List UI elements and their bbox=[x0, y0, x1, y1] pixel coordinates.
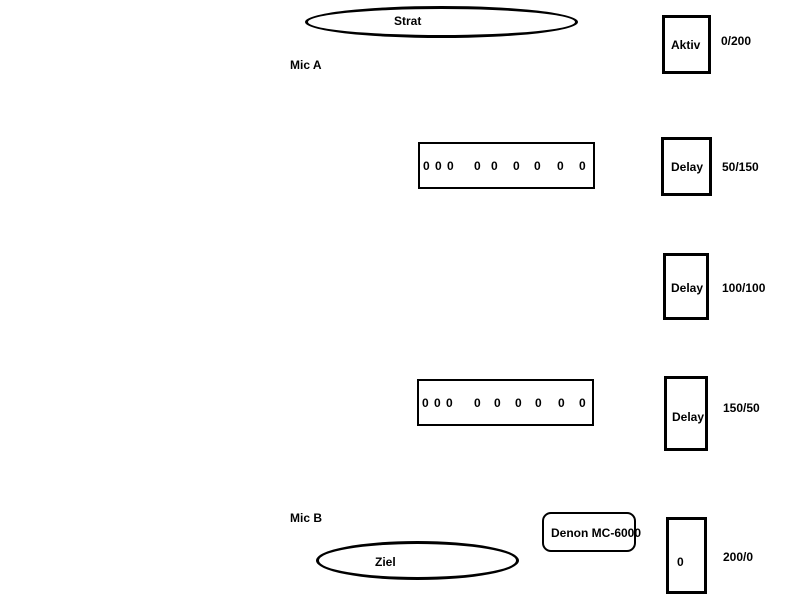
digit: 0 bbox=[491, 159, 498, 173]
digit: 0 bbox=[446, 396, 453, 410]
digit-display-1: 0 0 0 0 0 0 0 0 0 bbox=[418, 142, 595, 189]
stage-label: Aktiv bbox=[671, 38, 701, 52]
device-label: Denon MC-6000 bbox=[551, 526, 642, 540]
mic-a-label: Mic A bbox=[290, 58, 322, 72]
target-label: Ziel bbox=[375, 555, 396, 569]
stage-ratio: 0/200 bbox=[721, 34, 752, 48]
digit-display-2: 0 0 0 0 0 0 0 0 0 bbox=[417, 379, 594, 426]
digit: 0 bbox=[579, 159, 586, 173]
digit: 0 bbox=[423, 159, 430, 173]
digit: 0 bbox=[515, 396, 522, 410]
stage-label: Delay bbox=[672, 410, 705, 424]
stage-label: Delay bbox=[671, 160, 704, 174]
stage-box-delay-3: Delay bbox=[664, 376, 708, 451]
digit: 0 bbox=[579, 396, 586, 410]
digit: 0 bbox=[474, 396, 481, 410]
digit: 0 bbox=[422, 396, 429, 410]
stage-box-delay-2: Delay bbox=[663, 253, 709, 320]
digit: 0 bbox=[557, 159, 564, 173]
digit: 0 bbox=[447, 159, 454, 173]
stage-ratio: 200/0 bbox=[723, 550, 754, 564]
digit: 0 bbox=[474, 159, 481, 173]
stage-label: 0 bbox=[677, 555, 684, 569]
digit: 0 bbox=[434, 396, 441, 410]
stage-ratio: 50/150 bbox=[722, 160, 759, 174]
digit: 0 bbox=[558, 396, 565, 410]
mic-b-label: Mic B bbox=[290, 511, 323, 525]
stage-box-active: Aktiv bbox=[662, 15, 711, 74]
device-box: Denon MC-6000 bbox=[542, 512, 641, 552]
stage-ratio: 150/50 bbox=[723, 401, 760, 415]
digit: 0 bbox=[535, 396, 542, 410]
target-ellipse: Ziel bbox=[316, 541, 519, 580]
digit: 0 bbox=[435, 159, 442, 173]
stage-ratio: 100/100 bbox=[722, 281, 766, 295]
stage-box-delay-1: Delay bbox=[661, 137, 712, 196]
start-label: Strat bbox=[394, 14, 422, 28]
stage-box-zero: 0 bbox=[666, 517, 707, 594]
stage-label: Delay bbox=[671, 281, 704, 295]
digit: 0 bbox=[513, 159, 520, 173]
digit: 0 bbox=[494, 396, 501, 410]
digit: 0 bbox=[534, 159, 541, 173]
start-ellipse: Strat bbox=[305, 6, 578, 38]
